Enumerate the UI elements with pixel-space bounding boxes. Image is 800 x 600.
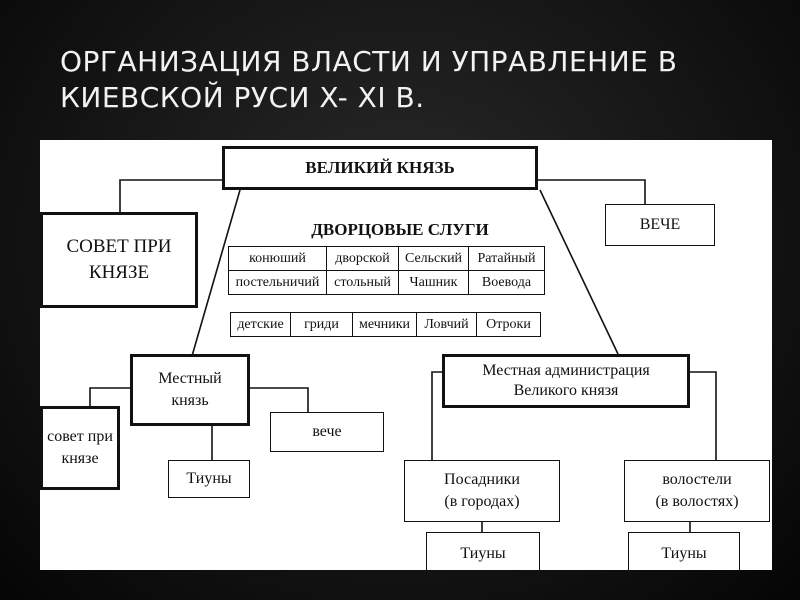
servant-cell: мечники	[352, 312, 417, 337]
volosteli-box: волостели (в волостях)	[624, 460, 770, 522]
servant-cell: Воевода	[468, 270, 545, 295]
tiuny-posadniki-box: Тиуны	[426, 532, 540, 570]
servant-cell: постельничий	[228, 270, 327, 295]
table-row: детские гриди мечники Ловчий Отроки	[230, 312, 541, 337]
diagram-panel: ВЕЛИКИЙ КНЯЗЬ СОВЕТ ПРИ КНЯЗЕ ВЕЧЕ ДВОРЦ…	[40, 140, 772, 570]
volosteli-label: волостели	[662, 471, 732, 488]
servant-cell: дворской	[326, 246, 399, 271]
palace-servants-table: конюший дворской Сельский Ратайный посте…	[228, 246, 545, 295]
local-prince-label: Местный князь	[158, 370, 222, 409]
grand-prince-box: ВЕЛИКИЙ КНЯЗЬ	[222, 146, 538, 190]
local-prince-box: Местный князь	[130, 354, 250, 426]
tiuny-volosteli-box: Тиуны	[628, 532, 740, 570]
tiuny-volosteli-label: Тиуны	[661, 545, 707, 562]
posadniki-note: (в городах)	[444, 493, 520, 510]
table-row: конюший дворской Сельский Ратайный	[228, 246, 545, 271]
grand-prince-label: ВЕЛИКИЙ КНЯЗЬ	[305, 158, 455, 177]
council-grand-box: СОВЕТ ПРИ КНЯЗЕ	[40, 212, 198, 308]
local-council-box: совет при князе	[40, 406, 120, 490]
local-admin-line1: Местная администрация	[482, 362, 650, 379]
council-grand-label: СОВЕТ ПРИ КНЯЗЕ	[66, 236, 172, 283]
palace-servants-table-row3: детские гриди мечники Ловчий Отроки	[230, 312, 541, 337]
servant-cell: гриди	[290, 312, 353, 337]
table-row: постельничий стольный Чашник Воевода	[228, 270, 545, 295]
tiuny-posadniki-label: Тиуны	[460, 545, 506, 562]
local-tiuny-label: Тиуны	[186, 470, 232, 487]
veche-grand-label: ВЕЧЕ	[639, 216, 681, 233]
local-council-label: совет при князе	[47, 428, 113, 467]
servant-cell: Чашник	[398, 270, 469, 295]
connector-lines	[89, 179, 717, 532]
local-veche-box: вече	[270, 412, 384, 452]
servant-cell: стольный	[326, 270, 399, 295]
local-admin-line2: Великого князя	[513, 382, 619, 399]
local-tiuny-box: Тиуны	[168, 460, 250, 498]
volosteli-note: (в волостях)	[655, 493, 739, 510]
posadniki-box: Посадники (в городах)	[404, 460, 560, 522]
servant-cell: Сельский	[398, 246, 469, 271]
veche-grand-box: ВЕЧЕ	[605, 204, 715, 246]
servant-cell: детские	[230, 312, 291, 337]
local-veche-label: вече	[312, 423, 342, 440]
servant-cell: конюший	[228, 246, 327, 271]
local-admin-box: Местная администрация Великого князя	[442, 354, 690, 408]
posadniki-label: Посадники	[444, 471, 520, 488]
palace-servants-heading: ДВОРЦОВЫЕ СЛУГИ	[311, 220, 489, 239]
slide-title: Организация власти и управление в Киевск…	[60, 45, 678, 114]
servant-cell: Ратайный	[468, 246, 545, 271]
servant-cell: Ловчий	[416, 312, 477, 337]
servant-cell: Отроки	[476, 312, 541, 337]
